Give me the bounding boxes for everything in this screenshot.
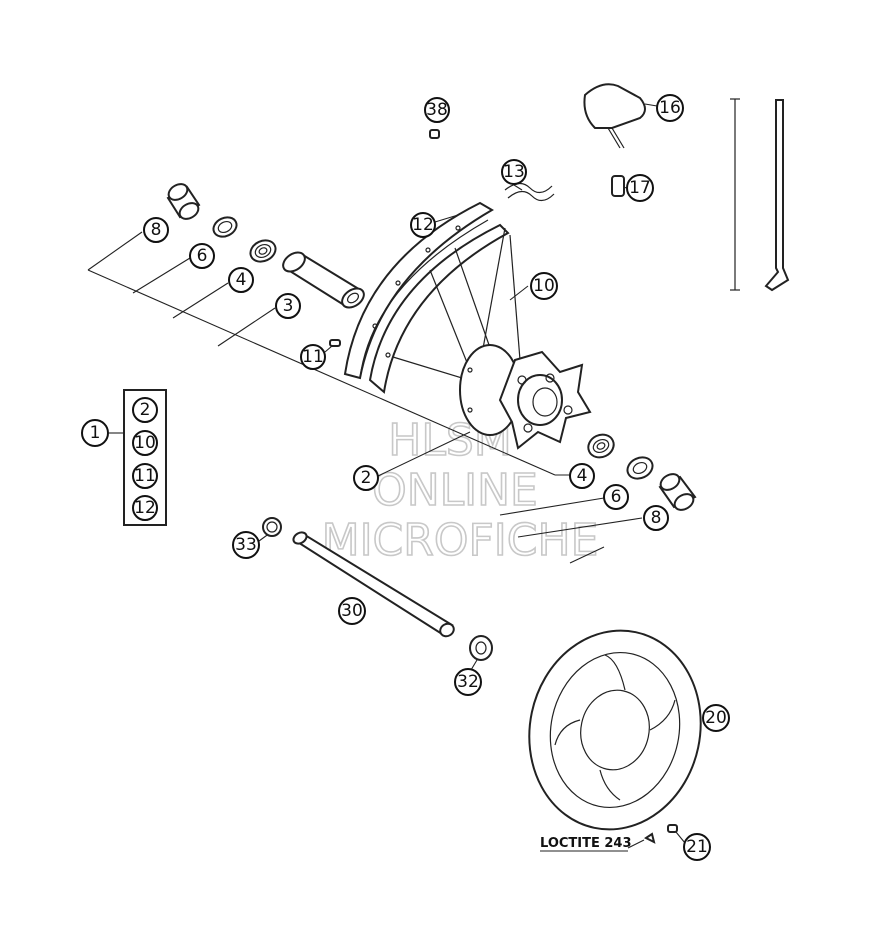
callout-6-right: 6	[603, 484, 629, 510]
disc-screw-21	[644, 824, 678, 844]
wheel-hub-2	[459, 344, 592, 450]
svg-text:10: 10	[533, 276, 555, 296]
svg-text:30: 30	[341, 601, 363, 621]
axle-30	[292, 531, 455, 638]
svg-text:6: 6	[611, 487, 622, 507]
rim-tape-13	[504, 182, 555, 202]
svg-text:16: 16	[659, 98, 681, 118]
spoke-nipple-11	[329, 339, 341, 347]
kit-item-12: 12	[132, 495, 158, 521]
seal-6-left	[212, 216, 238, 238]
callout-21: 21	[683, 833, 711, 861]
rim-lock-16	[583, 83, 646, 149]
rim-12	[343, 201, 510, 394]
watermark-line-2: ONLINE	[372, 465, 538, 516]
svg-text:33: 33	[235, 535, 257, 555]
callout-10: 10	[530, 272, 558, 300]
callout-13: 13	[501, 159, 527, 185]
kit-item-2: 2	[132, 397, 158, 423]
callout-12: 12	[410, 212, 436, 238]
axle-nut-32	[469, 635, 493, 661]
svg-text:4: 4	[236, 270, 247, 290]
callout-16: 16	[656, 94, 684, 122]
svg-text:8: 8	[151, 220, 162, 240]
loctite-label: LOCTITE 243	[540, 836, 632, 851]
svg-text:21: 21	[686, 837, 708, 857]
brake-disc-20	[528, 629, 702, 831]
svg-text:11: 11	[302, 347, 324, 367]
svg-text:38: 38	[426, 100, 448, 120]
rim-lock-nut-17	[611, 175, 625, 197]
valve-cap-38	[429, 129, 440, 139]
callout-38: 38	[424, 97, 450, 123]
loctite-note: LOCTITE 243	[540, 836, 645, 852]
svg-text:4: 4	[577, 466, 588, 486]
spacer-8-right	[658, 473, 697, 511]
callout-8-right: 8	[643, 505, 669, 531]
svg-text:8: 8	[651, 508, 662, 528]
seal-6-right	[626, 456, 654, 480]
callout-17: 17	[626, 174, 654, 202]
callout-30: 30	[338, 597, 366, 625]
callout-11: 11	[300, 344, 326, 370]
spoke-detail	[730, 98, 790, 292]
kit-item-10: 10	[132, 430, 158, 456]
callout-33: 33	[232, 531, 260, 559]
callout-3: 3	[275, 293, 301, 319]
watermark-line-3: MICROFICHE	[322, 515, 599, 566]
svg-text:11: 11	[134, 466, 156, 486]
svg-text:6: 6	[197, 246, 208, 266]
distance-sleeve-3	[282, 251, 365, 309]
callout-32: 32	[454, 668, 482, 696]
svg-text:32: 32	[457, 672, 479, 692]
leader-lines	[87, 103, 686, 844]
callout-6-left: 6	[189, 243, 215, 269]
bearing-4-right	[587, 433, 615, 459]
svg-text:10: 10	[134, 433, 156, 453]
svg-text:17: 17	[629, 178, 651, 198]
svg-text:13: 13	[503, 162, 525, 182]
callout-20: 20	[702, 704, 730, 732]
svg-text:2: 2	[140, 400, 151, 420]
spacer-8-left	[166, 183, 201, 220]
callout-4-right: 4	[569, 463, 595, 489]
svg-text:3: 3	[283, 296, 294, 316]
callout-1: 1	[81, 419, 109, 447]
kit-item-11: 11	[132, 463, 158, 489]
svg-text:2: 2	[361, 468, 372, 488]
seal-33	[262, 517, 282, 537]
svg-text:12: 12	[134, 498, 156, 518]
svg-text:12: 12	[412, 215, 434, 235]
bearing-4-left	[249, 239, 277, 263]
callout-4-left: 4	[228, 267, 254, 293]
callout-2: 2	[353, 465, 379, 491]
callout-8-left: 8	[143, 217, 169, 243]
svg-text:20: 20	[705, 708, 727, 728]
svg-text:1: 1	[90, 423, 101, 443]
spokes-10	[392, 227, 521, 386]
